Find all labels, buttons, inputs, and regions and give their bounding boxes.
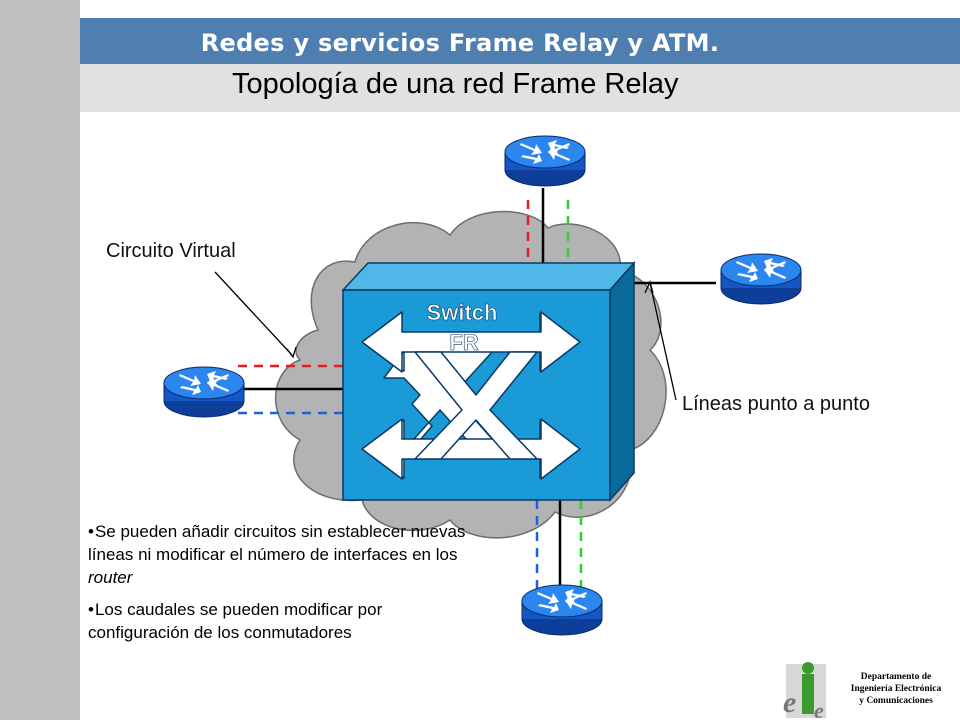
virtual-circuit-label: Circuito Virtual (106, 240, 236, 262)
subtitle-band (80, 64, 960, 112)
router-icon-bottom (521, 584, 603, 636)
bullet-item-2: •Los caudales se pueden modificar por co… (88, 600, 383, 642)
router-icon-top (504, 135, 586, 187)
left-sidebar-bar (0, 0, 80, 720)
router-icon-right (720, 253, 802, 305)
bullet-item-1: •Se pueden añadir circuitos sin establec… (88, 522, 466, 587)
svg-text:e: e (814, 698, 824, 720)
virtual-circuits (238, 200, 583, 590)
svg-text:e: e (783, 686, 796, 719)
slide-title: Topología de una red Frame Relay (232, 68, 679, 100)
point-to-point-label: Líneas punto a punto (682, 393, 870, 415)
label-pointers (214, 271, 677, 401)
switch-label-line2: FR (449, 330, 478, 355)
header-title: Redes y servicios Frame Relay y ATM. (200, 29, 720, 57)
switch-label-line1: Switch (427, 300, 498, 325)
header-band: Redes y servicios Frame Relay y ATM. (80, 18, 960, 64)
department-name: Departamento de Ingeniería Electrónica y… (850, 672, 942, 706)
bullet-list: •Se pueden añadir circuitos sin establec… (88, 520, 488, 653)
router-icon-left (163, 366, 245, 418)
eie-logo-icon: e e (783, 662, 826, 720)
switch-icon (341, 261, 636, 502)
